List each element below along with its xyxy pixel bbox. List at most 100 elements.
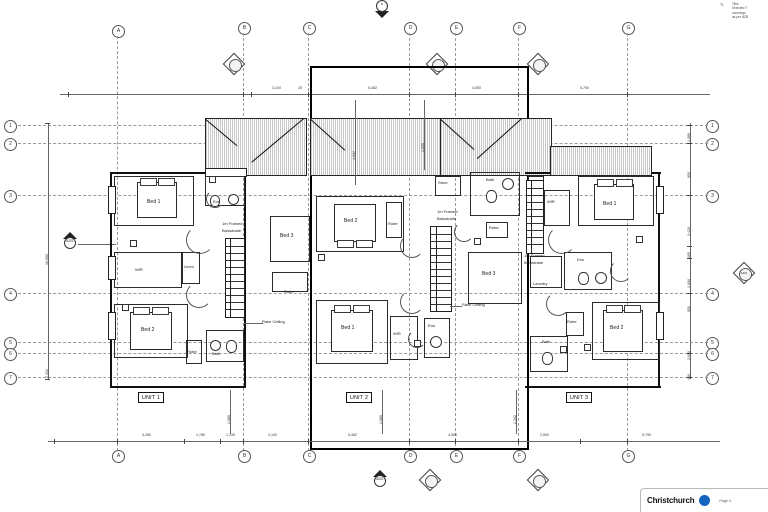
unit3-label-ens: Ens — [577, 257, 584, 262]
unit2-interior-dim: 4,002 — [352, 151, 356, 160]
unit3-note-balustrade-l1: 1m Framed — [524, 253, 545, 258]
unit1-window-bed1 — [108, 186, 116, 214]
unit1-room-robe — [186, 340, 202, 364]
grid-line-6 — [18, 353, 708, 354]
top-dim-4: 4,550 — [472, 86, 481, 90]
detail-marker-top-3[interactable] — [526, 52, 550, 76]
section-marker-bottom[interactable]: A201 — [372, 470, 388, 488]
unit1-label-robe: Robe — [187, 349, 197, 354]
unit1-basin-lower — [210, 340, 221, 351]
detail-marker-top-1[interactable] — [222, 52, 246, 76]
unit3-label-wir: WIR — [547, 199, 555, 204]
left-lower-dim: 2,202 — [45, 369, 49, 378]
unit2-bed1-pillow-b — [353, 305, 370, 313]
grid-bubble-6-left[interactable]: 6 — [4, 348, 17, 361]
grid-bubble-C-top[interactable]: C — [303, 22, 316, 35]
grid-bubble-E-top[interactable]: E — [450, 22, 463, 35]
top-dim-2: 25 — [298, 86, 302, 90]
unit1-label-bed2: Bed 2 — [141, 327, 155, 333]
grid-bubble-7-left[interactable]: 7 — [4, 372, 17, 385]
unit1-roof-hatch — [205, 118, 307, 176]
grid-bubble-2-right[interactable]: 2 — [706, 138, 719, 151]
unit1-window-wir — [108, 256, 116, 280]
bottom-dimension-line — [48, 441, 720, 442]
unit1-bed2-pillow-a — [133, 307, 150, 315]
bottom-dim-7: 2,590 — [540, 433, 549, 437]
grid-bubble-F-top[interactable]: F — [513, 22, 526, 35]
grid-bubble-A-bottom[interactable]: A — [112, 450, 125, 463]
grid-bubble-G-top[interactable]: G — [622, 22, 635, 35]
grid-line-7 — [18, 377, 708, 378]
unit3-basin-fixture — [595, 272, 607, 284]
unit2-door-swing-2 — [400, 290, 424, 314]
unit-tag-3: UNIT 3 — [566, 392, 593, 403]
grid-line-3 — [18, 195, 708, 196]
grid-bubble-7-right[interactable]: 7 — [706, 372, 719, 385]
grid-bubble-F-bottom[interactable]: F — [513, 450, 526, 463]
grid-bubble-D-bottom[interactable]: D — [404, 450, 417, 463]
unit2-roof-hatch — [310, 118, 442, 176]
grid-bubble-1-left[interactable]: 1 — [4, 120, 17, 133]
section-marker-top[interactable]: A — [374, 0, 390, 18]
left-dimension-line — [48, 123, 49, 379]
unit2-door-swing-1 — [400, 234, 424, 258]
grid-bubble-G-bottom[interactable]: G — [622, 450, 635, 463]
grid-bubble-4-right[interactable]: 4 — [706, 288, 719, 301]
unit-tag-2: UNIT 2 — [346, 392, 373, 403]
unit2-interior-dim-2: 1,600 — [421, 143, 425, 152]
right-dim-5: 1,600 — [687, 279, 691, 288]
unit1-bottom-dim: 2,086 — [227, 415, 231, 424]
unit3-door-swing-3 — [610, 260, 632, 282]
detail-marker-bottom-1[interactable] — [418, 468, 442, 492]
grid-bubble-C-bottom[interactable]: C — [303, 450, 316, 463]
grid-bubble-2-left[interactable]: 2 — [4, 138, 17, 151]
grid-bubble-A-top[interactable]: A — [112, 25, 125, 38]
grid-bubble-D-top[interactable]: D — [404, 22, 417, 35]
unit1-room-robe2 — [272, 272, 308, 292]
unit1-label-bath: Bath — [212, 351, 221, 356]
unit-tag-1: UNIT 1 — [138, 392, 165, 403]
section-marker-left[interactable]: A201 — [62, 232, 78, 250]
unit1-label-linen: Linen — [184, 264, 194, 269]
grid-bubble-1-right[interactable]: 1 — [706, 120, 719, 133]
detail-marker-right[interactable]: A301 — [732, 261, 756, 285]
unit1-wall-right — [244, 172, 247, 388]
grid-bubble-4-left[interactable]: 4 — [4, 288, 17, 301]
unit2-ens-basin — [430, 336, 442, 348]
unit2-switch-1 — [318, 254, 325, 261]
unit1-note-balustrade-l1: 1m Framed — [222, 221, 243, 226]
unit3-label-laundry: Laundry — [533, 281, 548, 286]
unit1-basin-fixture — [228, 194, 239, 205]
unit1-note-rake-ceiling: Rake Ceiling — [262, 319, 285, 324]
unit3-switch-3 — [560, 346, 567, 353]
bottom-dim-3: 1,135 — [226, 433, 235, 437]
grid-line-F — [518, 33, 519, 456]
grid-bubble-6-right[interactable]: 6 — [706, 348, 719, 361]
unit3-bottom-dim: 2,202 — [513, 415, 517, 424]
grid-bubble-3-right[interactable]: 3 — [706, 190, 719, 203]
grid-bubble-3-left[interactable]: 3 — [4, 190, 17, 203]
detail-marker-top-2[interactable] — [425, 52, 449, 76]
unit2-room-bath — [470, 172, 520, 216]
grid-bubble-E-bottom[interactable]: E — [450, 450, 463, 463]
unit3-note-balustrade-l2: Balustrade — [524, 260, 544, 265]
unit2-label-store: Store — [438, 180, 448, 185]
unit1-bed1-pillow-b — [158, 178, 175, 186]
tile-legend-code: TL — [720, 3, 724, 7]
unit3-room-wir — [544, 190, 570, 226]
grid-bubble-B-bottom[interactable]: B — [238, 450, 251, 463]
unit3-room-bed1 — [578, 176, 654, 226]
grid-line-A — [117, 36, 118, 456]
unit2-note-balustrade-l1: 1m Framed — [437, 209, 458, 214]
unit2-bed1-furniture — [331, 310, 373, 352]
detail-marker-bottom-2[interactable] — [526, 468, 550, 492]
unit1-switch-3 — [209, 176, 216, 183]
right-dim-8: 450 — [687, 374, 691, 380]
unit1-door-swing-3 — [206, 190, 224, 208]
left-overall-dim: 16,650 — [45, 254, 49, 265]
brand-footer-card[interactable]: Christchurch Page 4 — [640, 488, 768, 512]
unit3-switch-2 — [584, 344, 591, 351]
right-dim-6: 950 — [687, 306, 691, 312]
grid-line-G — [627, 33, 628, 456]
grid-bubble-B-top[interactable]: B — [238, 22, 251, 35]
